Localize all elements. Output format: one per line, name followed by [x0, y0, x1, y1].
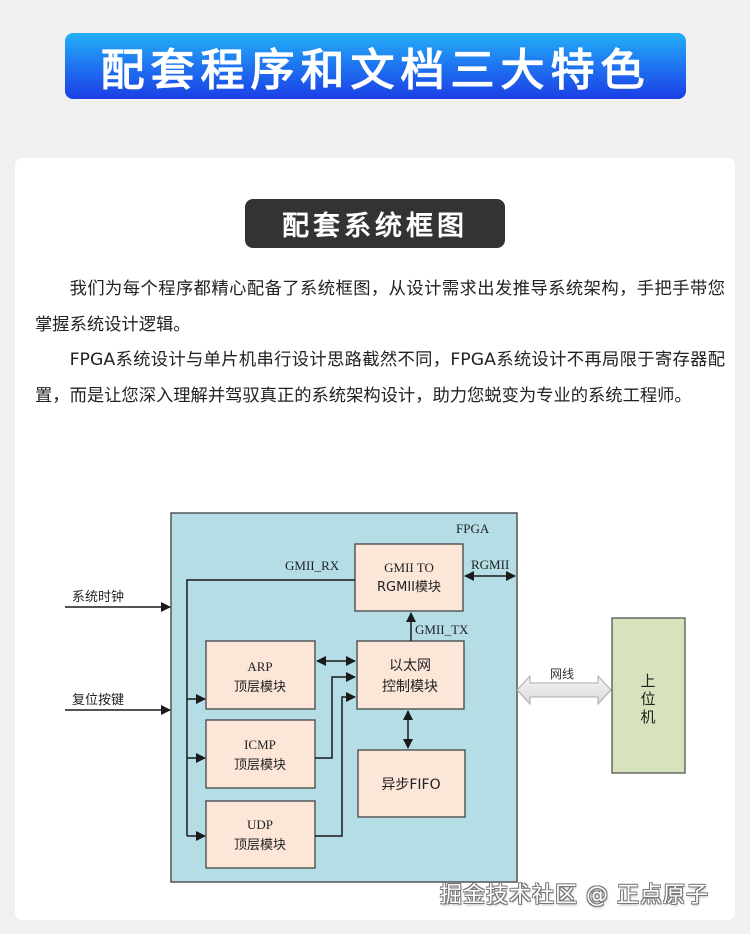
module-eth-ctrl-line1: 以太网 — [389, 658, 431, 674]
module-gmii-to-rgmii-line2: RGMII模块 — [377, 580, 441, 595]
module-icmp-line2: 顶层模块 — [234, 758, 286, 773]
module-eth-ctrl-line2: 控制模块 — [382, 679, 438, 695]
module-arp — [205, 640, 316, 710]
intro-paragraph-2: FPGA系统设计与单片机串行设计思路截然不同，FPGA系统设计不再局限于寄存器配… — [35, 350, 725, 406]
module-udp-line2: 顶层模块 — [234, 838, 286, 853]
banner-title: 配套程序和文档三大特色 — [100, 45, 651, 96]
intro-paragraph-1: 我们为每个程序都精心配备了系统框图，从设计需求出发推导系统架构，手把手带您掌握系… — [35, 279, 725, 335]
host-computer-block — [611, 617, 686, 774]
input-label-reset: 复位按键 — [72, 693, 124, 708]
module-udp-line1: UDP — [247, 817, 273, 832]
module-async-fifo-label: 异步FIFO — [381, 777, 440, 793]
cable-label: 网线 — [550, 667, 574, 681]
signal-gmii-rx: GMII_RX — [285, 558, 340, 573]
signal-gmii-tx: GMII_TX — [415, 622, 469, 637]
module-arp-line2: 顶层模块 — [234, 680, 286, 695]
module-eth-ctrl — [356, 640, 465, 710]
module-icmp — [205, 719, 316, 789]
module-gmii-to-rgmii-line1: GMII TO — [384, 560, 434, 575]
module-gmii-to-rgmii — [354, 543, 464, 612]
input-label-clock: 系统时钟 — [72, 589, 124, 605]
section-title: 配套系统框图 — [282, 211, 468, 242]
module-icmp-line1: ICMP — [244, 737, 276, 752]
section-badge: 配套系统框图 — [245, 199, 505, 248]
watermark: 掘金技术社区 @ 正点原子 — [440, 883, 709, 908]
module-async-fifo — [357, 749, 466, 818]
cable-arrow-icon — [516, 674, 612, 706]
module-udp — [205, 800, 316, 869]
host-label-1: 上 — [640, 672, 655, 690]
module-arp-line1: ARP — [247, 659, 272, 674]
signal-rgmii: RGMII — [471, 557, 509, 572]
host-label-2: 位 — [640, 690, 655, 708]
host-label-3: 机 — [640, 708, 655, 726]
feature-banner: 配套程序和文档三大特色 — [65, 33, 686, 99]
fpga-label: FPGA — [456, 521, 490, 536]
